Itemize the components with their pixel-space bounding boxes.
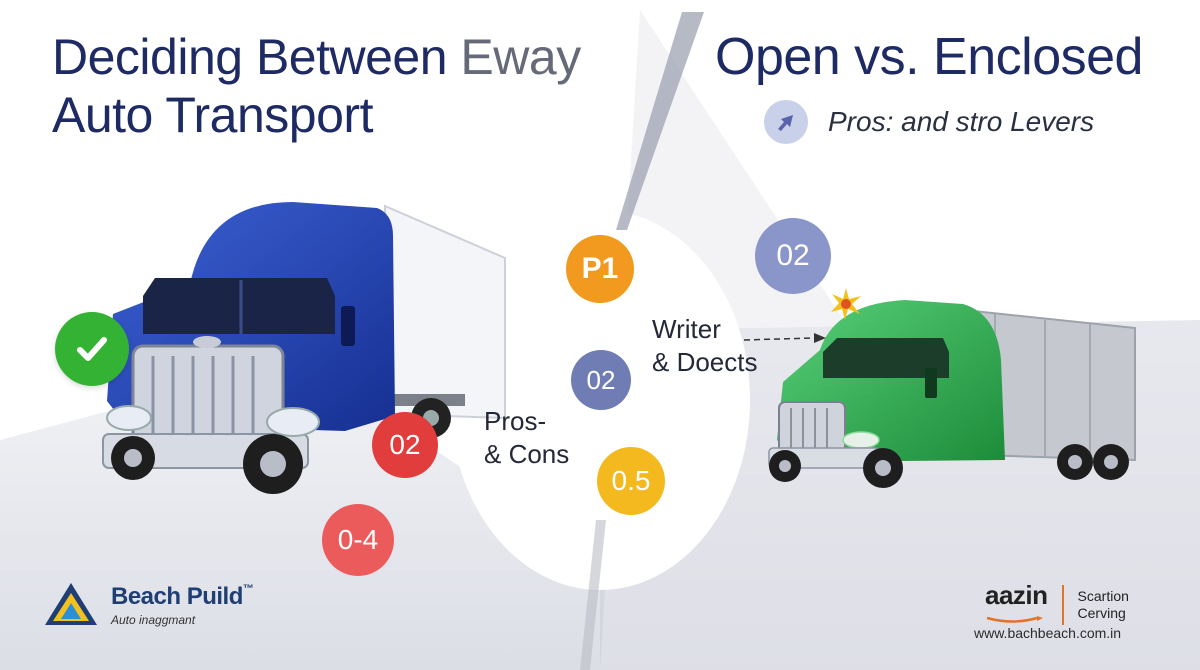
badge-p1: P1 [566, 235, 634, 303]
logo-right-line2: Cerving [1077, 604, 1126, 621]
badge-04: 0-4 [322, 504, 394, 576]
title-left-line2: Auto Transport [52, 87, 373, 143]
title-right: Open vs. Enclosed [715, 28, 1143, 86]
logo-right-line1: Scartion [1077, 587, 1129, 604]
title-left: Deciding Between Eway Auto Transport [52, 28, 581, 144]
logo-right-brand: aazin [985, 580, 1048, 610]
writer-label-line1: Writer [652, 314, 721, 344]
logo-left-subtitle: Auto inaggmant [111, 613, 196, 627]
checkmark-icon [55, 312, 129, 386]
badge-05: 0.5 [597, 447, 665, 515]
brand-logo-right: aazin Scartion Cerving [985, 580, 1129, 629]
subtitle-text: Pros: and stro Levers [828, 106, 1095, 137]
logo-left-name: Beach Puild [111, 583, 243, 610]
badge-02-middle: 02 [571, 350, 631, 410]
subtitle-row: Pros: and stro Levers [764, 100, 1094, 144]
pros-label-line1: Pros- [484, 406, 547, 436]
green-truck-illustration [768, 300, 1136, 488]
logo-left-tm: ™ [242, 583, 254, 595]
triangle-logo-icon [45, 583, 97, 625]
spark-icon [831, 288, 861, 320]
blue-truck-illustration [102, 202, 506, 494]
logo-divider [1061, 584, 1064, 625]
website-url: www.bachbeach.com.in [974, 625, 1122, 641]
badge-02-red: 02 [372, 412, 438, 478]
arrow-icon [764, 100, 808, 144]
pros-cons-label: Pros- & Cons [484, 405, 569, 471]
badge-02-top: 02 [755, 218, 831, 294]
writer-label-line2: & Doects [652, 347, 758, 377]
smile-arrow-icon [986, 616, 1043, 623]
dashed-arrow-icon [743, 333, 826, 343]
pros-label-line2: & Cons [484, 439, 570, 469]
brand-logo-left: Beach Puild™ Auto inaggmant [45, 581, 254, 627]
title-left-light-word: Eway [447, 29, 581, 85]
title-left-line1: Deciding Between [52, 29, 448, 85]
writer-label: Writer & Doects [652, 313, 758, 379]
